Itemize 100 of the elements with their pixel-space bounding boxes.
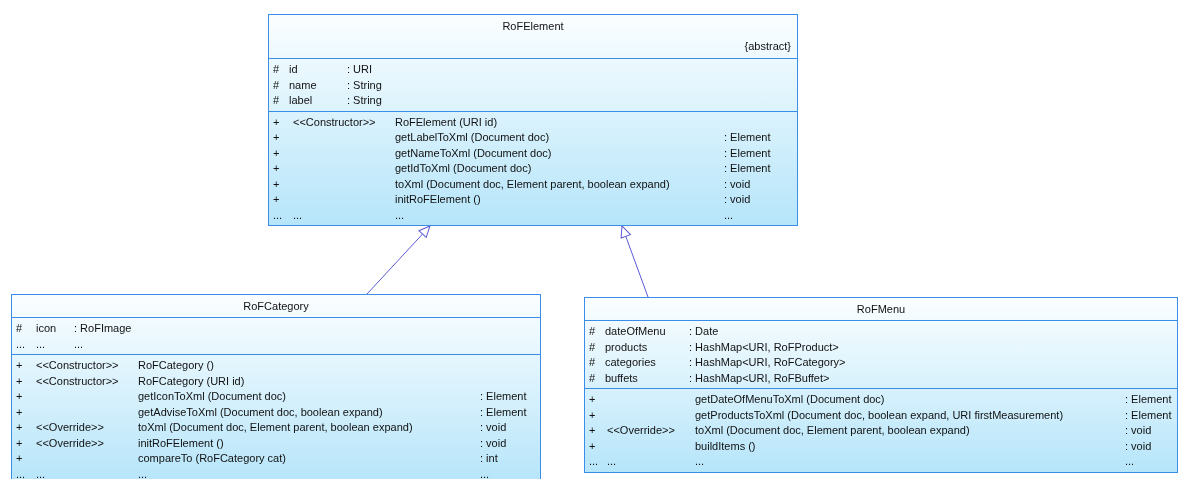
- attribute-name: dateOfMenu: [605, 324, 666, 338]
- inheritance-arrow: [366, 225, 431, 295]
- visibility-symbol: +: [273, 161, 280, 175]
- stereotype-label: <<Constructor>>: [293, 114, 376, 129]
- attribute-type: : HashMap<URI, RoFCategory>: [689, 355, 846, 369]
- class-name: RoFCategory: [243, 299, 309, 313]
- ellipsis: ...: [293, 207, 303, 222]
- operation-signature: compareTo (RoFCategory cat): [138, 451, 286, 465]
- visibility-symbol: #: [589, 324, 596, 338]
- operation-signature: toXml (Document doc, Element parent, boolean expand): [138, 420, 413, 434]
- ellipsis: ...: [695, 454, 705, 468]
- return-type: : Element: [1125, 407, 1172, 422]
- visibility-symbol: +: [16, 389, 23, 403]
- visibility-symbol: #: [589, 370, 596, 385]
- attribute-name: name: [289, 77, 317, 92]
- ellipsis: ...: [607, 454, 617, 468]
- operation-signature: getLabelToXml (Document doc): [395, 130, 550, 144]
- visibility-symbol: +: [589, 438, 596, 453]
- attribute-type: : URI: [347, 62, 373, 76]
- attribute-type: : HashMap<URI, RoFProduct>: [689, 339, 839, 354]
- visibility-symbol: +: [16, 404, 23, 419]
- visibility-symbol: +: [16, 435, 23, 450]
- visibility-symbol: +: [273, 176, 280, 191]
- operation-signature: toXml (Document doc, Element parent, boolean expand): [395, 176, 670, 191]
- operation-signature: getNameToXml (Document doc): [395, 145, 552, 160]
- operation-signature: getIdToXml (Document doc): [395, 161, 532, 175]
- return-type: : Element: [724, 130, 771, 144]
- operation-signature: RoFCategory (URI id): [138, 373, 245, 388]
- ellipsis: ...: [589, 454, 599, 468]
- ellipsis: ...: [138, 466, 148, 479]
- return-type: : Element: [1125, 392, 1172, 406]
- stereotype-label: <<Constructor>>: [36, 358, 119, 372]
- return-type: : void: [1125, 438, 1152, 453]
- return-type: : void: [724, 176, 751, 191]
- attribute-type: : RoFImage: [74, 321, 132, 335]
- operation-signature: getAdviseToXml (Document doc, boolean expand): [138, 404, 383, 419]
- operation-signature: RoFCategory (): [138, 358, 214, 372]
- stereotype-label: <<Override>>: [36, 420, 104, 434]
- return-type: : Element: [724, 145, 771, 160]
- attribute-name: buffets: [605, 370, 638, 385]
- return-type: : Element: [724, 161, 771, 175]
- visibility-symbol: +: [16, 451, 23, 465]
- ellipsis: ...: [1125, 454, 1135, 468]
- ellipsis: ...: [74, 336, 84, 351]
- visibility-symbol: +: [589, 392, 596, 406]
- attribute-type: : String: [347, 93, 382, 107]
- return-type: : void: [724, 192, 751, 206]
- operation-signature: buildItems (): [695, 438, 756, 453]
- visibility-symbol: +: [16, 420, 23, 434]
- ellipsis: ...: [480, 466, 490, 479]
- ellipsis: ...: [395, 207, 405, 222]
- visibility-symbol: #: [273, 77, 280, 92]
- visibility-symbol: +: [273, 145, 280, 160]
- operation-signature: initRoFElement (): [395, 192, 481, 206]
- ellipsis: ...: [273, 207, 283, 222]
- visibility-symbol: +: [273, 192, 280, 206]
- return-type: : void: [1125, 423, 1152, 437]
- visibility-symbol: #: [589, 339, 596, 354]
- ellipsis: ...: [724, 207, 734, 222]
- ellipsis: ...: [16, 336, 26, 351]
- visibility-symbol: +: [16, 373, 23, 388]
- visibility-symbol: +: [273, 130, 280, 144]
- attribute-name: label: [289, 93, 313, 107]
- return-type: : void: [480, 435, 507, 450]
- stereotype-label: <<Override>>: [36, 435, 104, 450]
- attribute-type: : Date: [689, 324, 719, 338]
- operation-signature: getIconToXml (Document doc): [138, 389, 286, 403]
- visibility-symbol: #: [589, 355, 596, 369]
- ellipsis: ...: [36, 336, 46, 351]
- class-name: RoFElement: [502, 19, 564, 33]
- visibility-symbol: +: [589, 407, 596, 422]
- visibility-symbol: #: [273, 93, 280, 107]
- class-box: [11, 294, 541, 479]
- attribute-name: products: [605, 339, 648, 354]
- return-type: : int: [480, 451, 498, 465]
- stereotype-label: <<Override>>: [607, 423, 675, 437]
- operation-signature: getProductsToXml (Document doc, boolean expand, URI firstMeasurement): [695, 407, 1064, 422]
- inheritance-arrow: [620, 225, 649, 298]
- return-type: : Element: [480, 389, 527, 403]
- visibility-symbol: #: [16, 321, 23, 335]
- class-box: [584, 297, 1178, 473]
- attribute-type: : String: [347, 77, 382, 92]
- attribute-type: : HashMap<URI, RoFBuffet>: [689, 370, 830, 385]
- return-type: : Element: [480, 404, 527, 419]
- class-box: [268, 14, 798, 226]
- operation-signature: initRoFElement (): [138, 435, 224, 450]
- class-name: RoFMenu: [856, 302, 906, 316]
- attribute-name: id: [289, 62, 298, 76]
- stereotype-label: {abstract}: [744, 39, 791, 53]
- ellipsis: ...: [16, 466, 26, 479]
- visibility-symbol: +: [589, 423, 596, 437]
- operation-signature: toXml (Document doc, Element parent, boolean expand): [695, 423, 970, 437]
- visibility-symbol: #: [273, 62, 280, 76]
- return-type: : void: [480, 420, 507, 434]
- attribute-name: categories: [605, 355, 656, 369]
- stereotype-label: <<Constructor>>: [36, 373, 119, 388]
- operation-signature: getDateOfMenuToXml (Document doc): [695, 392, 885, 406]
- visibility-symbol: +: [273, 114, 280, 129]
- visibility-symbol: +: [16, 358, 23, 372]
- operation-signature: RoFElement (URI id): [395, 114, 498, 129]
